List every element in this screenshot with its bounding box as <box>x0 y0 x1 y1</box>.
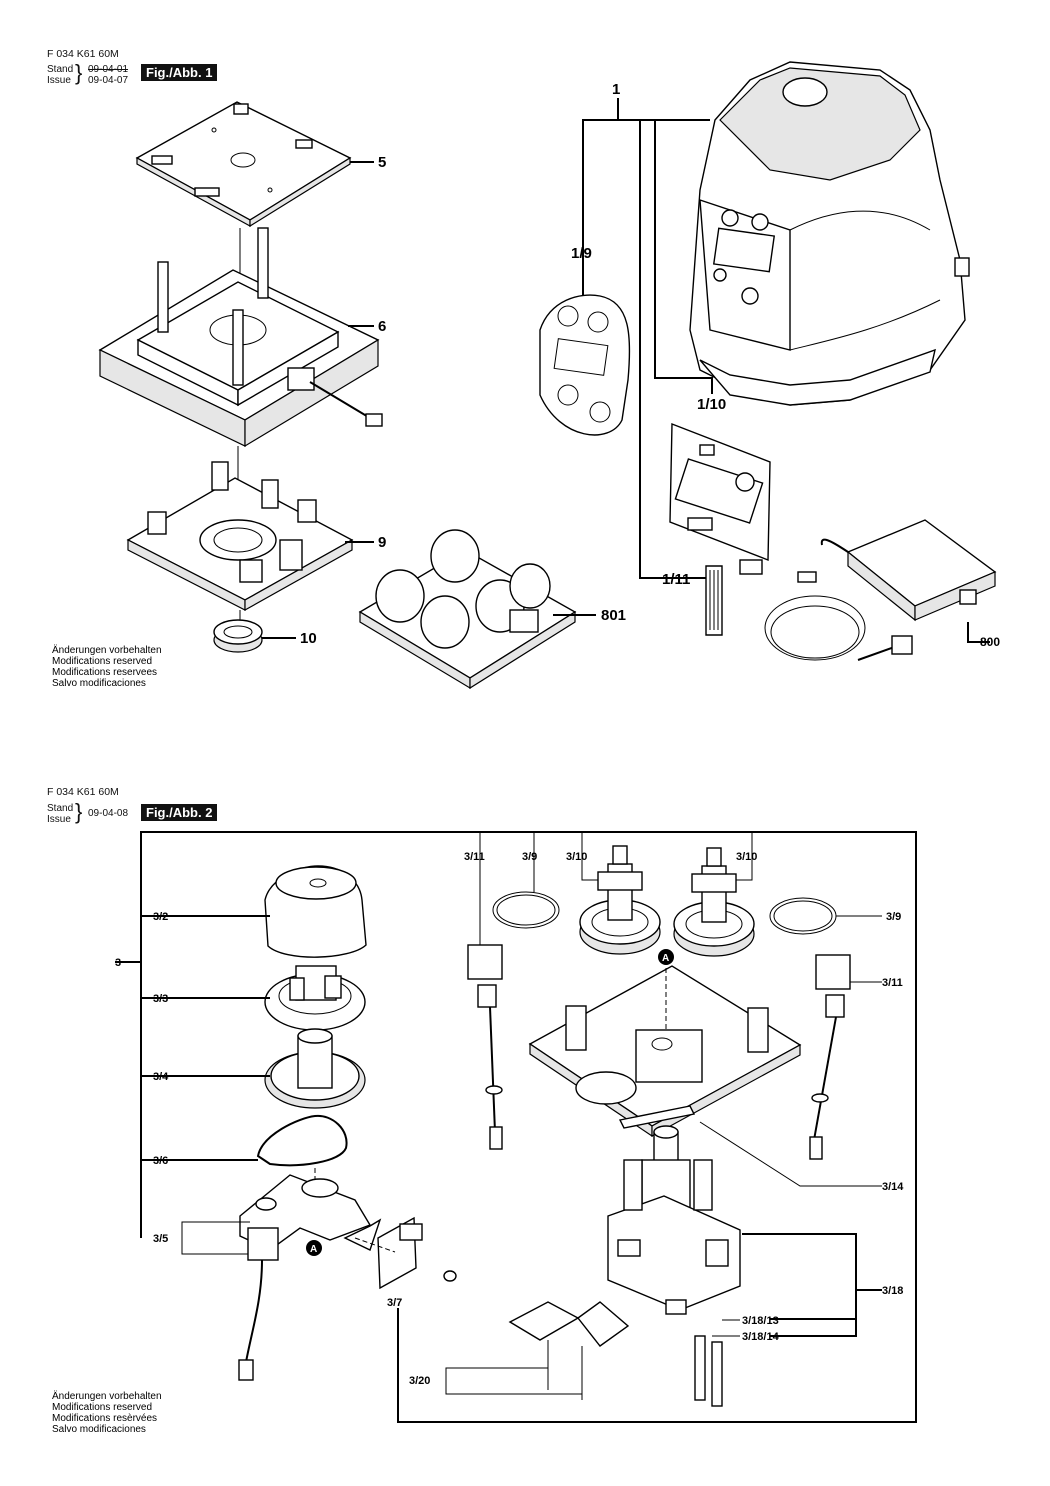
callout-3-10-right: 3/10 <box>736 851 757 863</box>
part-1-11-ribbon-cable <box>705 565 723 636</box>
callout-3-20: 3/20 <box>409 1375 430 1387</box>
callout-1-11: 1/11 <box>662 571 690 588</box>
callout-3-4: 3/4 <box>153 1071 169 1083</box>
note-line: Modifications reserved <box>52 656 153 667</box>
part-3-4-gear <box>264 1028 366 1109</box>
callout-3-7: 3/7 <box>387 1297 402 1309</box>
callout-3-2: 3/2 <box>153 911 168 923</box>
part-3-6-belt <box>256 1114 348 1167</box>
doc-code-fig2: F 034 K61 60M <box>47 786 119 798</box>
stand-label-fig1: Stand <box>47 64 74 75</box>
marker-a-left-text: A <box>310 1244 317 1255</box>
callout-6: 6 <box>378 318 386 335</box>
callout-3-18-14: 3/18/14 <box>742 1331 780 1343</box>
part-3-18-core-assembly <box>607 1125 741 1315</box>
marker-a-right <box>658 949 674 965</box>
issue-label-fig1: Issue <box>47 75 71 86</box>
callout-3-9-right: 3/9 <box>886 911 901 923</box>
part-9-base-frame <box>126 461 354 612</box>
callout-3-18: 3/18 <box>882 1285 903 1297</box>
part-3-11-tilt-sensor-right <box>809 954 851 1160</box>
callout-3: 3 <box>115 957 121 969</box>
part-10-ring <box>213 619 263 653</box>
part-801-battery-pack <box>358 529 577 690</box>
part-3-10-gear-right <box>673 847 755 957</box>
callout-3-3: 3/3 <box>153 993 168 1005</box>
callout-3-18-13: 3/18/13 <box>742 1315 779 1327</box>
callout-10: 10 <box>300 630 317 647</box>
part-1-10-display-board <box>669 422 771 575</box>
callout-800: 800 <box>980 635 1000 649</box>
doc-code-fig1: F 034 K61 60M <box>47 48 119 60</box>
note-line: Modifications resèrvées <box>52 1413 158 1424</box>
date-current-fig2: 09-04-08 <box>88 808 129 819</box>
callout-9: 9 <box>378 534 386 551</box>
brace-fig2: } <box>75 799 83 824</box>
fig-label-2: Fig./Abb. 2 <box>141 804 218 821</box>
callout-3-11-right: 3/11 <box>882 977 903 989</box>
part-3-18-13-flex-cable <box>694 1335 706 1401</box>
modifications-notes-fig1: Änderungen vorbehalten Modifications res… <box>52 645 162 689</box>
part-3-9-o-ring-left <box>492 891 560 929</box>
callout-3-9-left: 3/9 <box>522 851 537 863</box>
note-line: Änderungen vorbehalten <box>52 1391 162 1402</box>
callout-3-14: 3/14 <box>882 1181 904 1193</box>
modifications-notes-fig2: Änderungen vorbehalten Modifications res… <box>52 1391 162 1435</box>
part-3-5-motor-assembly <box>238 1174 382 1381</box>
callout-3-10-left: 3/10 <box>566 851 587 863</box>
fig-label-1: Fig./Abb. 1 <box>141 64 218 81</box>
stand-label-fig2: Stand <box>47 803 74 814</box>
callout-1-10: 1/10 <box>697 396 726 413</box>
date-current-fig1: 09-04-07 <box>88 75 129 86</box>
part-3-9-o-ring-right <box>769 897 837 935</box>
part-3-9-o-ring-left-inner <box>496 894 556 926</box>
part-6-housing <box>98 227 383 448</box>
part-3-7-sensor-board <box>354 1216 457 1290</box>
callout-1-9: 1/9 <box>571 245 592 262</box>
part-3-18-14-flex-cable <box>711 1341 723 1407</box>
note-line: Änderungen vorbehalten <box>52 645 162 656</box>
callout-1: 1 <box>612 81 620 98</box>
date-struck-fig1: 09-04-01 <box>88 64 129 75</box>
issue-label-fig2: Issue <box>47 814 71 825</box>
marker-a-left <box>306 1240 322 1256</box>
note-line: Salvo modificaciones <box>52 678 146 689</box>
marker-a-right-text: A <box>662 953 669 964</box>
part-3-9-o-ring-right-inner <box>773 900 833 932</box>
note-line: Modifications reservees <box>52 667 158 678</box>
part-5-circuit-board <box>135 101 352 228</box>
part-1-9-display-overlay <box>539 294 631 436</box>
note-line: Modifications reserved <box>52 1402 153 1413</box>
part-3-14-chassis-frame <box>528 965 802 1138</box>
part-3-3-rotor-head <box>264 965 366 1031</box>
part-3-2-cap <box>264 865 367 958</box>
callout-3-11-left: 3/11 <box>464 851 485 863</box>
part-3-20-sensor-boards <box>508 1301 630 1400</box>
brace-fig1: } <box>75 60 83 85</box>
callout-5: 5 <box>378 154 386 171</box>
part-800-charger <box>764 519 997 661</box>
part-1-laser-housing <box>689 61 970 406</box>
part-3-11-tilt-sensor-left <box>467 944 503 1150</box>
callout-3-6: 3/6 <box>153 1155 168 1167</box>
callout-801: 801 <box>601 607 626 624</box>
note-line: Salvo modificaciones <box>52 1424 146 1435</box>
callout-3-5: 3/5 <box>153 1233 168 1245</box>
part-3-10-gear-left <box>579 845 661 955</box>
